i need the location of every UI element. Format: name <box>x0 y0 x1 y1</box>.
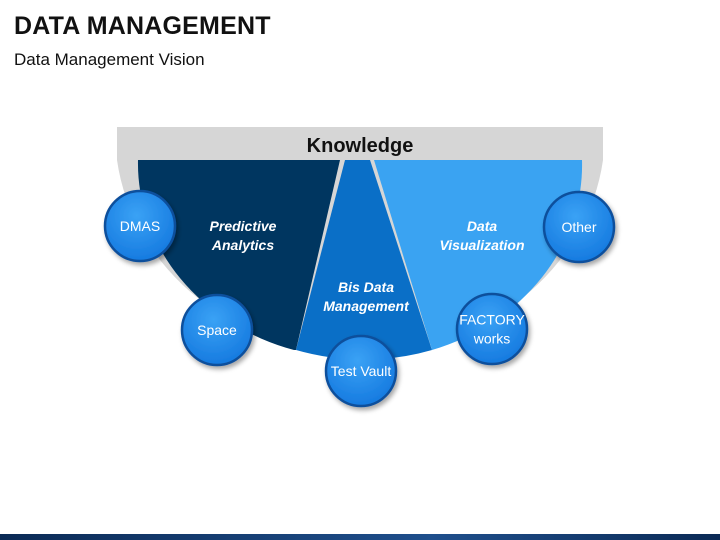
space-circle-label: Space <box>197 322 237 338</box>
segment-data-visualization <box>374 160 583 350</box>
dmas-circle-label: DMAS <box>120 218 160 234</box>
factory-works-circle: FACTORY works <box>455 292 529 366</box>
slide-subtitle: Data Management Vision <box>14 50 205 69</box>
test-vault-circle-shape <box>324 334 398 408</box>
test-vault-circle-label-line: Test Vault <box>331 363 392 379</box>
predictive-analytics-label-line: Predictive <box>210 218 277 234</box>
knowledge-label: Knowledge <box>307 135 414 157</box>
other-circle-label-line: Other <box>561 219 596 235</box>
bottom-accent-bar <box>0 534 720 540</box>
dmas-circle: DMAS <box>103 189 177 263</box>
test-vault-circle: Test Vault <box>324 334 398 408</box>
data-visualization-label-line: Visualization <box>439 237 524 253</box>
bis-data-management-label-line: Management <box>323 298 410 314</box>
slide-title: DATA MANAGEMENT <box>14 12 271 40</box>
segment-predictive-analytics <box>137 160 340 350</box>
predictive-analytics-label-line: Analytics <box>211 237 274 253</box>
factory-works-circle-shape <box>455 292 529 366</box>
bis-data-management-label-line: Bis Data <box>338 279 394 295</box>
space-circle-label-line: Space <box>197 322 237 338</box>
other-circle: Other <box>542 190 616 264</box>
other-circle-label: Other <box>561 219 596 235</box>
data-visualization-label-line: Data <box>467 218 498 234</box>
factory-works-circle-label: FACTORY works <box>459 312 525 347</box>
factory-works-circle-label-line: works <box>473 331 511 347</box>
dmas-circle-shape <box>103 189 177 263</box>
dmas-circle-label-line: DMAS <box>120 218 160 234</box>
space-circle: Space <box>180 293 254 367</box>
other-circle-shape <box>542 190 616 264</box>
space-circle-shape <box>180 293 254 367</box>
factory-works-circle-label-line: FACTORY <box>459 312 525 328</box>
test-vault-circle-label: Test Vault <box>331 363 392 379</box>
segment-bis-data-management <box>296 160 432 360</box>
